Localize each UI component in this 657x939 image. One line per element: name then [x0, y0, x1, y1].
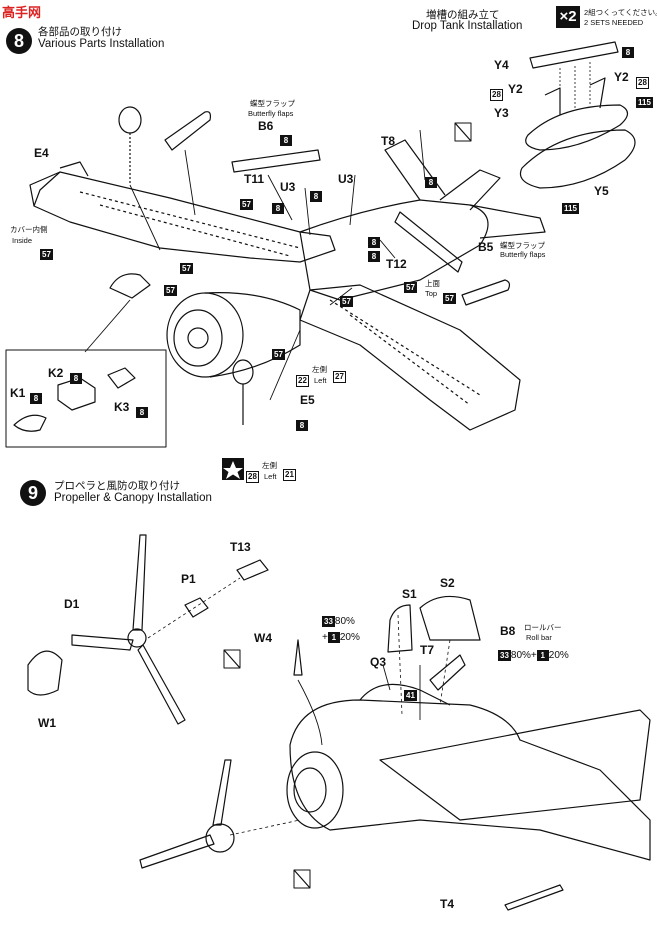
k-parts-inset-box	[5, 349, 167, 448]
roll-bar-en: Roll bar	[526, 633, 552, 642]
drop-tank-drawing	[519, 41, 636, 189]
part-label-t7: T7	[420, 643, 435, 657]
color-code-115-y3: 115	[636, 97, 653, 108]
part-label-e4: E4	[34, 146, 49, 160]
part-label-y3: Y3	[494, 106, 509, 120]
drop-tank-title-en: Drop Tank Installation	[412, 20, 523, 32]
part-label-b5: B5	[478, 240, 494, 254]
butterfly-flaps-en-lower: Butterfly flaps	[500, 250, 546, 259]
part-label-s1: S1	[402, 587, 417, 601]
step-9-title-jp: プロペラと風防の取り付け	[54, 480, 180, 492]
roll-bar-jp: ロールバー	[524, 623, 562, 632]
color-code-28-lower: 28	[246, 471, 259, 483]
color-code-57-engine: 57	[272, 349, 285, 360]
star-symbol-drawing	[222, 458, 244, 480]
color-code-57-top: 57	[443, 293, 456, 304]
top-jp: 上面	[425, 279, 440, 288]
watermark-text: 高手网	[2, 5, 42, 20]
color-code-27: 27	[333, 371, 346, 383]
color-code-57-wheel: 57	[164, 285, 177, 296]
part-label-t4: T4	[440, 897, 455, 911]
part-label-y2-left: Y2	[508, 82, 523, 96]
top-en: Top	[425, 289, 438, 298]
part-label-y4: Y4	[494, 58, 509, 72]
part-label-p1: P1	[181, 572, 196, 586]
drop-tank-note-en: 2 SETS NEEDED	[584, 18, 644, 27]
color-code-28-y2r: 28	[636, 77, 649, 89]
part-label-u3-right: U3	[338, 172, 354, 186]
part-label-q3: Q3	[370, 655, 387, 669]
part-label-d1: D1	[64, 597, 80, 611]
part-label-t11: T11	[244, 172, 265, 186]
part-label-y2-right: Y2	[614, 70, 629, 84]
part-label-k1: K1	[10, 386, 26, 400]
color-code-t11: 57	[240, 199, 253, 210]
propeller-canopy-drawing	[27, 534, 651, 911]
site-watermark-logo: 高手网	[2, 2, 41, 21]
color-code-k1: 8	[30, 388, 42, 406]
step-8-title-en: Various Parts Installation	[38, 38, 165, 50]
color-code-8-t12b: 8	[368, 246, 380, 264]
step-9-number: 9	[20, 480, 46, 506]
left-jp-upper: 左側	[312, 365, 327, 374]
part-label-y5: Y5	[594, 184, 609, 198]
color-code-57-well: 57	[180, 263, 193, 274]
color-code-t8: 8	[425, 172, 437, 190]
part-label-w4: W4	[254, 631, 272, 645]
part-label-t12: T12	[386, 257, 407, 271]
part-label-u3-left: U3	[280, 180, 296, 194]
inside-jp: カバー内側	[10, 225, 48, 234]
color-code-k3: 8	[136, 402, 148, 420]
drop-tank-note-jp: 2組つくってください。	[584, 8, 657, 17]
part-label-b6: B6	[258, 119, 274, 133]
drop-tank-title-jp: 増槽の組み立て	[426, 9, 500, 21]
part-label-t8: T8	[381, 134, 396, 148]
color-code-k2: 8	[70, 368, 82, 386]
color-code-u3-right-a: 8	[310, 186, 322, 204]
left-en-lower: Left	[264, 472, 277, 481]
drop-tank-multiplier: ×2	[556, 6, 580, 28]
left-en-upper: Left	[314, 376, 327, 385]
wing-assembly-drawing	[29, 106, 546, 431]
color-code-y4: 8	[622, 42, 634, 60]
part-label-t13: T13	[230, 540, 251, 554]
part-label-w1: W1	[38, 716, 56, 730]
color-code-115-y5: 115	[562, 203, 579, 214]
color-code-21: 21	[283, 469, 296, 481]
color-code-8-t12a: 8	[368, 232, 380, 250]
part-label-b8: B8	[500, 624, 516, 638]
color-code-22: 22	[296, 375, 309, 387]
color-code-28-y2l: 28	[490, 89, 503, 101]
part-label-e5: E5	[300, 393, 315, 407]
inside-en: Inside	[12, 236, 33, 245]
color-code-8-e5: 8	[296, 415, 308, 433]
part-label-s2: S2	[440, 576, 455, 590]
butterfly-flaps-en-upper: Butterfly flaps	[248, 109, 294, 118]
part-label-k3: K3	[114, 400, 130, 414]
color-code-57-t12: 57	[404, 282, 417, 293]
color-code-u3-left: 8	[272, 198, 284, 216]
color-code-57-center: 57	[340, 296, 353, 307]
color-code-41: 41	[404, 690, 417, 701]
color-code-inside: 57	[40, 249, 53, 260]
step-9-title-en: Propeller & Canopy Installation	[54, 492, 212, 504]
part-label-k2: K2	[48, 366, 64, 380]
step-8-number: 8	[6, 28, 32, 54]
butterfly-flaps-jp-upper: 蝶型フラップ	[250, 99, 295, 108]
color-code-b6: 8	[280, 130, 292, 148]
step-8-title-jp: 各部品の取り付け	[38, 26, 122, 38]
left-jp-lower: 左側	[262, 461, 277, 470]
butterfly-flaps-jp-lower: 蝶型フラップ	[500, 241, 545, 250]
